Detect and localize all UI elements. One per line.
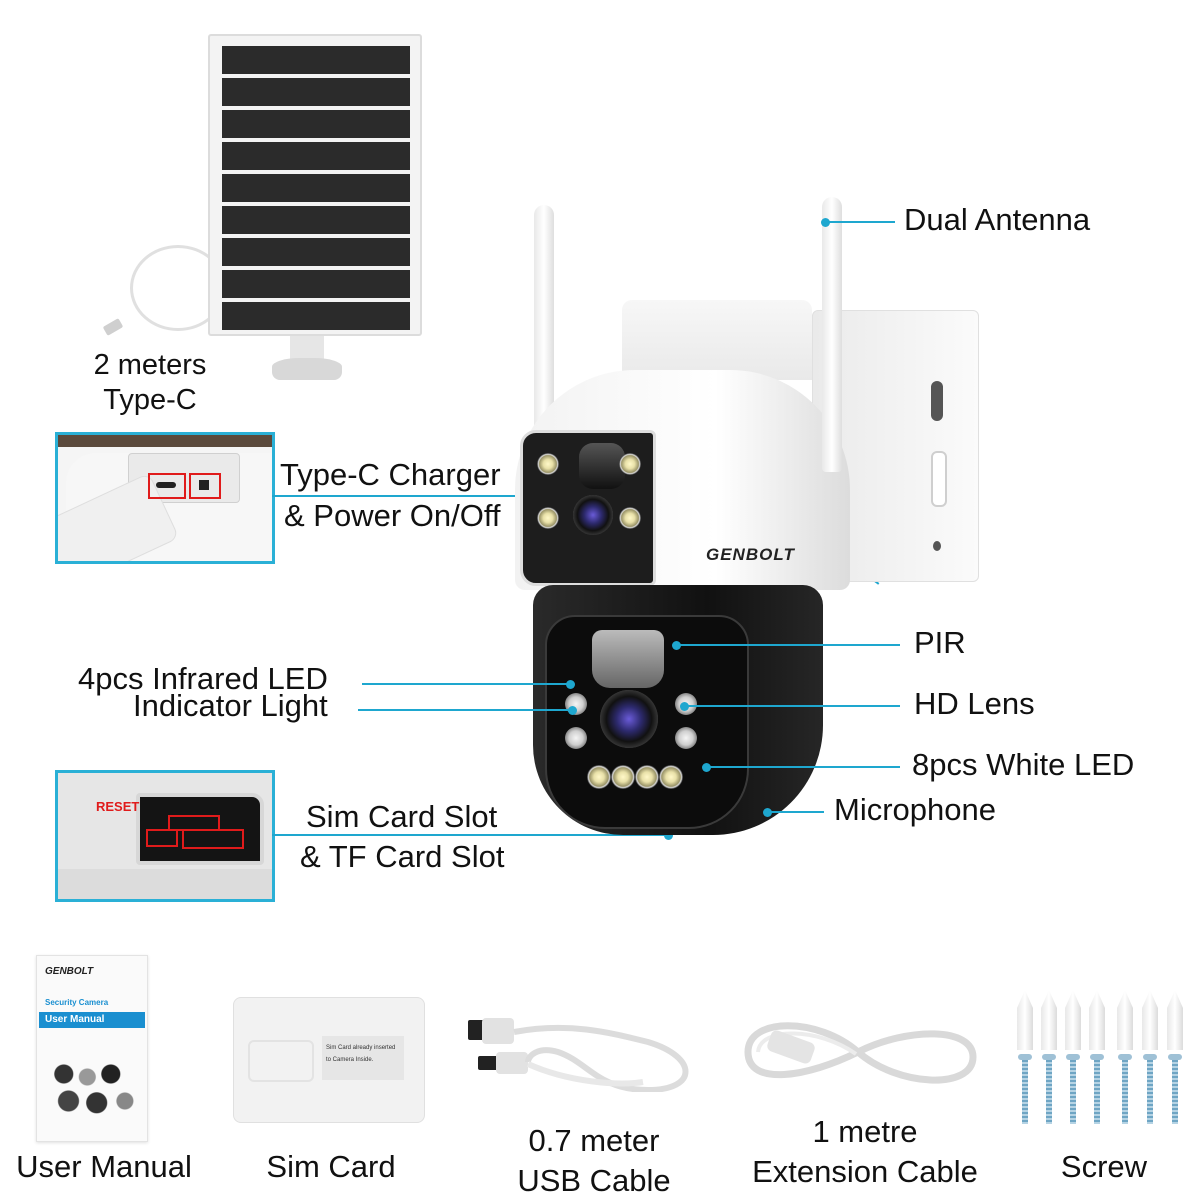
solar-stand [272, 358, 342, 380]
solar-cell [222, 302, 410, 330]
upper-white-led [619, 507, 641, 529]
camera-top-cap [622, 300, 812, 380]
white-led [611, 765, 635, 789]
solar-cell [222, 238, 410, 266]
indicator-light-label: Indicator Light [133, 688, 328, 723]
solar-cell [222, 142, 410, 170]
pir-sensor [592, 630, 664, 688]
white-led [635, 765, 659, 789]
screw-set-image [1015, 990, 1185, 1125]
solar-cell [222, 46, 410, 74]
screw-with-anchor [1142, 990, 1158, 1125]
hd-lens-label: HD Lens [914, 686, 1035, 721]
infrared-led [675, 727, 697, 749]
reset-label: RESET [96, 799, 140, 814]
right-antenna [822, 197, 842, 472]
manual-title: User Manual [39, 1012, 145, 1028]
user-manual-label: User Manual [16, 1149, 192, 1184]
mount-keyhole [931, 381, 943, 421]
user-manual-image: GENBOLT Security Camera User Manual [36, 955, 148, 1142]
upper-white-led [537, 507, 559, 529]
mount-hole [933, 541, 941, 551]
usb-cable-image [468, 1018, 689, 1092]
white-led [659, 765, 683, 789]
callout-line-hd-lens [684, 705, 900, 707]
screw-with-anchor [1167, 990, 1183, 1125]
extension-cable-label: Extension Cable [752, 1154, 978, 1189]
manual-subtitle: Security Camera [45, 998, 109, 1007]
extension-cable-image [744, 1022, 977, 1084]
screw-with-anchor [1041, 990, 1057, 1125]
tf-card-slot-label: & TF Card Slot [300, 839, 505, 874]
sim-card-slot-label: Sim Card Slot [306, 799, 498, 834]
power-switch-highlight [189, 473, 221, 499]
white-led-label: 8pcs White LED [912, 747, 1135, 782]
callout-line-sim-slot [272, 834, 668, 836]
type-c-charger-label: Type-C Charger [280, 457, 501, 492]
solar-cell [222, 174, 410, 202]
upper-lens [573, 495, 613, 535]
type-c-port-highlight [148, 473, 186, 499]
screw-with-anchor [1089, 990, 1105, 1125]
solar-cell [222, 78, 410, 106]
type-c-port-icon [156, 482, 176, 488]
solar-panel [208, 34, 422, 336]
mount-slot [931, 451, 947, 507]
callout-line-infrared-led [362, 683, 570, 685]
left-antenna [534, 205, 554, 455]
callout-line-pir [676, 644, 900, 646]
manual-brand: GENBOLT [45, 966, 94, 977]
upper-lens-panel [520, 430, 656, 586]
power-switch-icon [199, 480, 209, 490]
pir-label: PIR [914, 625, 966, 660]
sim-chip-outline [248, 1040, 314, 1082]
dual-antenna-label: Dual Antenna [904, 202, 1091, 237]
solar-cell [222, 270, 410, 298]
sim-slot-highlight [182, 829, 244, 849]
callout-line-indicator-light [358, 709, 572, 711]
sim-card-label: Sim Card [266, 1149, 396, 1184]
infrared-led [565, 727, 587, 749]
screw-label: Screw [1060, 1149, 1148, 1184]
sim-sticker: Sim Card already inserted to Camera Insi… [322, 1036, 404, 1080]
lower-face-components [545, 615, 745, 825]
extension-cable-length-label: 1 metre [812, 1114, 918, 1149]
card-slot-inset: RESET [55, 770, 275, 902]
upper-white-led [619, 453, 641, 475]
screw-with-anchor [1117, 990, 1133, 1125]
power-on-off-label: & Power On/Off [284, 498, 501, 533]
type-c-port-inset [55, 432, 275, 564]
manual-product-photos [45, 1056, 139, 1116]
reset-button-highlight [146, 829, 178, 847]
upper-white-led [537, 453, 559, 475]
type-c-plug [102, 318, 124, 336]
white-led [587, 765, 611, 789]
callout-dot-infrared-led [566, 680, 575, 689]
callout-dot-indicator-light [568, 706, 577, 715]
upper-pir-sensor [579, 443, 625, 489]
solar-cell [222, 206, 410, 234]
callout-dot-sim-slot [664, 831, 673, 840]
callout-line-white-led [706, 766, 900, 768]
hd-lens [600, 690, 658, 748]
housing-lower [58, 869, 272, 899]
sim-card-image: Sim Card already inserted to Camera Insi… [233, 997, 425, 1123]
screw-with-anchor [1017, 990, 1033, 1125]
screw-with-anchor [1065, 990, 1081, 1125]
microphone-label: Microphone [834, 792, 996, 827]
usb-cable-label: USB Cable [517, 1163, 671, 1198]
usb-cable-length-label: 0.7 meter [528, 1123, 660, 1158]
camera-brand-logo: GENBOLT [706, 545, 795, 564]
callout-line-antenna [825, 221, 895, 223]
solar-cable-length-label: 2 meters [93, 349, 207, 381]
infrared-led-label: 4pcs Infrared LED [78, 661, 328, 696]
solar-cable-type-label: Type-C [103, 384, 197, 416]
solar-cell [222, 110, 410, 138]
callout-line-microphone [767, 811, 824, 813]
